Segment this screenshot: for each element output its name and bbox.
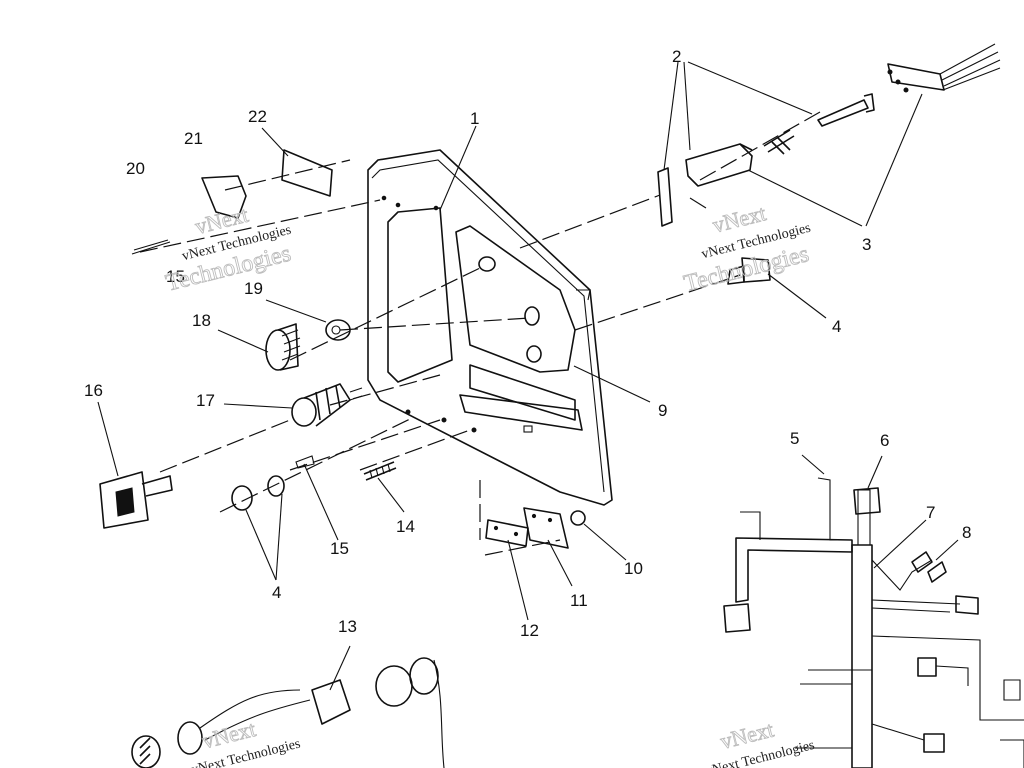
key (99, 471, 173, 529)
instrument-panel (367, 149, 613, 506)
lamp-bracket (131, 149, 333, 255)
callout-3: 3 (862, 235, 871, 254)
callout-13: 13 (338, 617, 357, 636)
wiring-harness (723, 477, 1024, 768)
callout-2: 2 (672, 47, 681, 66)
callout-1: 1 (470, 109, 479, 128)
callout-4-left: 4 (272, 583, 281, 602)
assembly-lines (139, 111, 821, 556)
callout-19: 19 (244, 279, 263, 298)
watermark-top-right: vNext vNext Technologies Technologies (681, 200, 812, 298)
callout-17: 17 (196, 391, 215, 410)
callout-15-bottom: 15 (330, 539, 349, 558)
toggle-switch (727, 257, 771, 285)
callout-12: 12 (520, 621, 539, 640)
callout-21: 21 (184, 129, 203, 148)
callout-labels: 1 2 3 4 4 5 6 7 8 9 10 11 12 13 14 15 15… (84, 47, 971, 640)
callout-9: 9 (658, 401, 667, 420)
leader-lines (97, 61, 959, 691)
callout-11: 11 (570, 591, 588, 610)
callout-14: 14 (396, 517, 415, 536)
callout-5: 5 (790, 429, 799, 448)
knob (265, 323, 301, 371)
callout-6: 6 (880, 431, 889, 450)
callout-8: 8 (962, 523, 971, 542)
screw-14 (363, 461, 397, 481)
callout-10: 10 (624, 559, 643, 578)
push-switch-assembly (657, 43, 1001, 227)
callout-4-right: 4 (832, 317, 841, 336)
callout-18: 18 (192, 311, 211, 330)
callout-22: 22 (248, 107, 267, 126)
bracket-11-12 (485, 507, 586, 549)
callout-20: 20 (126, 159, 145, 178)
callout-7: 7 (926, 503, 935, 522)
ignition-switch (291, 383, 363, 427)
harness-13 (131, 657, 445, 768)
callout-16: 16 (84, 381, 103, 400)
watermark-bottom-right: vNext vNext Technologies (704, 716, 816, 768)
washer-19 (325, 319, 351, 341)
nut-washer-set (231, 455, 315, 511)
callout-15-top: 15 (166, 267, 185, 286)
watermark-bottom-left: vNext vNext Technologies (190, 716, 302, 768)
